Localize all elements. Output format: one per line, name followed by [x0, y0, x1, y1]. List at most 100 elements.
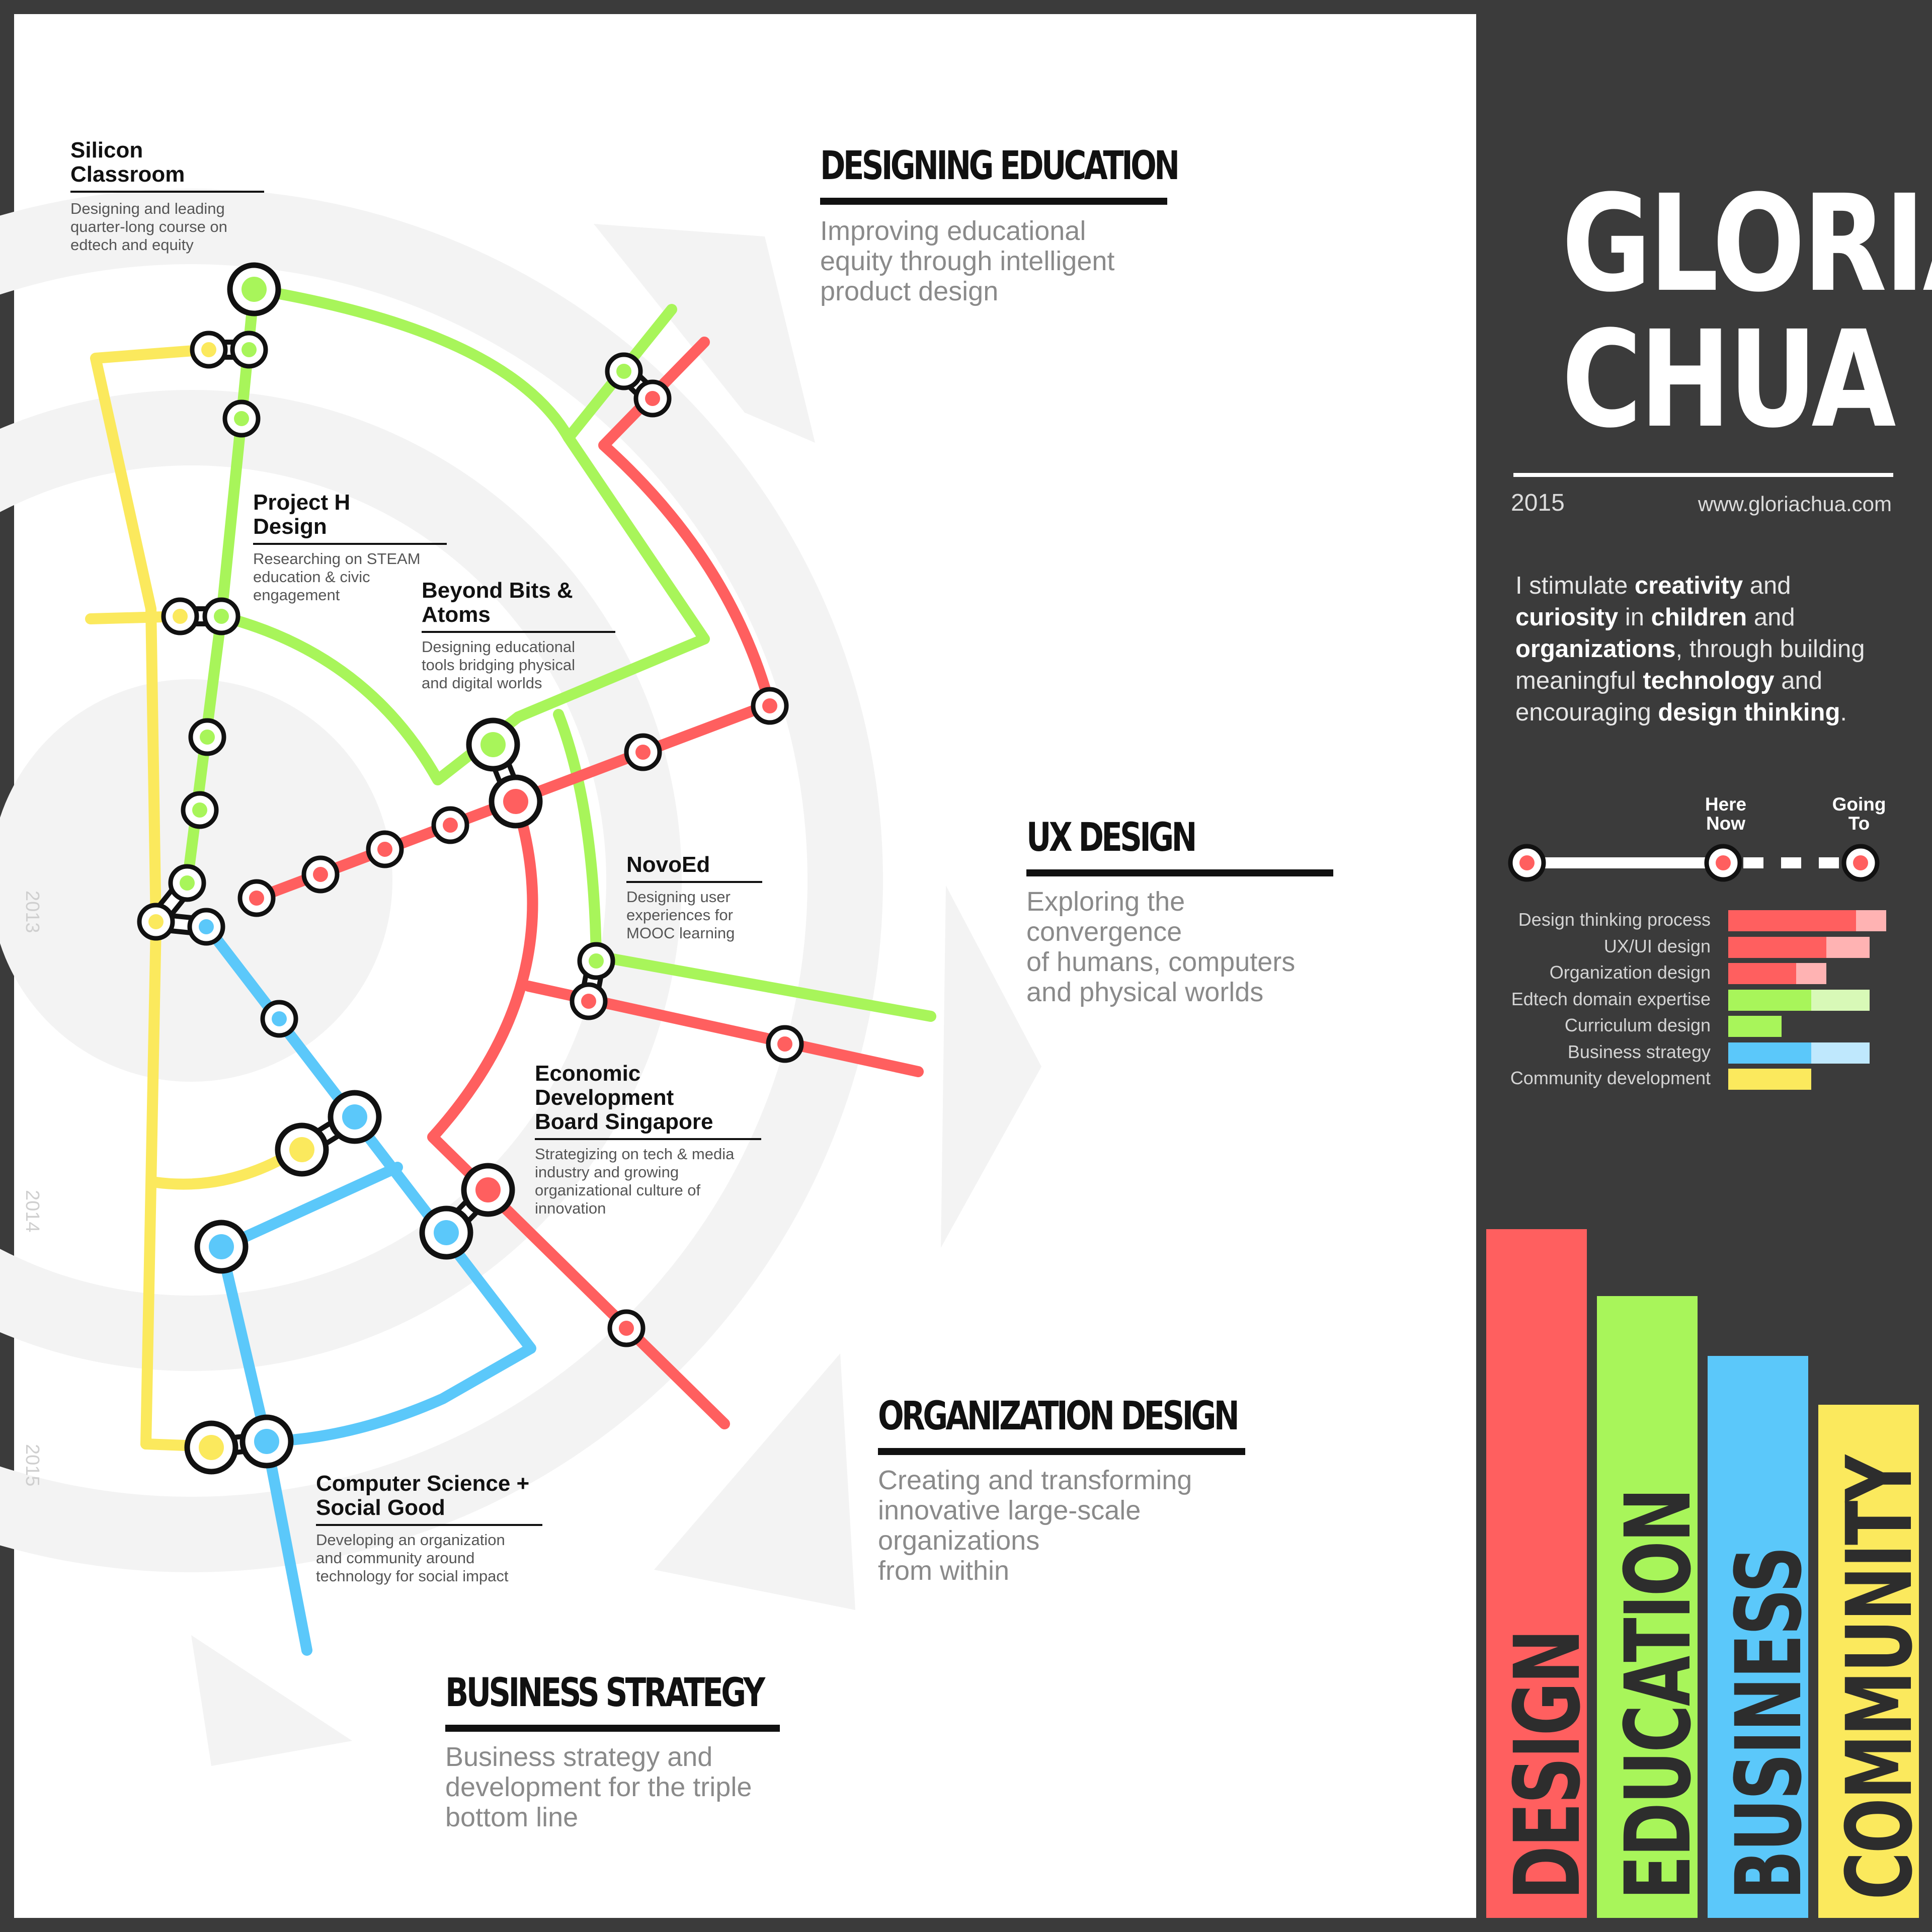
book-label: DESIGN	[1495, 1630, 1600, 1900]
station-dot	[635, 745, 651, 760]
project-rule	[626, 881, 762, 883]
section-rule	[1026, 869, 1333, 876]
intro-text: and	[1743, 572, 1791, 599]
project-title: Project H Design	[253, 490, 351, 539]
station-dot	[214, 609, 229, 624]
skill-row: Curriculum design	[1449, 1014, 1922, 1037]
intro-emphasis: children	[1651, 604, 1747, 631]
intro-text: , through building meaningful	[1515, 635, 1865, 694]
profile-website: www.gloriachua.com	[1698, 492, 1892, 516]
red-line-top	[598, 337, 775, 710]
section-title: ORGANIZATION DESIGN	[878, 1394, 1240, 1439]
station-dot	[616, 364, 631, 379]
station-dot	[289, 1137, 314, 1162]
project-rule	[70, 191, 264, 193]
project-title: NovoEd	[626, 852, 710, 877]
project-economic-development-board: Economic Development Board Singapore Str…	[535, 1062, 761, 1218]
station-dot	[173, 609, 188, 624]
skill-row: Organization design	[1449, 961, 1922, 984]
book-community: COMMUNITY	[1818, 1405, 1932, 1918]
section-business-strategy: BUSINESS STRATEGY Business strategy and …	[445, 1670, 780, 1832]
skill-row: UX/UI design	[1449, 935, 1922, 958]
year-label-2013: 2013	[22, 891, 43, 933]
station-dot	[199, 1435, 224, 1460]
book-label: EDUCATION	[1606, 1489, 1711, 1900]
station-dot	[242, 277, 267, 302]
station-dot	[313, 867, 328, 882]
skill-label: Business strategy	[1567, 1041, 1711, 1062]
station-dot	[200, 730, 215, 745]
station-dot	[619, 1321, 634, 1336]
section-desc: Exploring the convergence of humans, com…	[1026, 887, 1296, 1007]
yellow-line-trunk	[90, 344, 212, 1450]
section-rule	[878, 1448, 1245, 1455]
background-ring	[0, 189, 883, 1572]
intro-text: and encouraging	[1515, 667, 1823, 726]
station-dot	[342, 1104, 367, 1130]
intro-text: and	[1747, 604, 1795, 631]
station-dot	[148, 914, 164, 929]
year-label-2014: 2014	[22, 1190, 43, 1233]
project-title: Computer Science + Social Good	[316, 1471, 530, 1520]
section-title: DESIGNING EDUCATION	[820, 143, 1180, 189]
station-dot	[762, 698, 777, 713]
intro-text: I stimulate	[1515, 572, 1635, 599]
green-line-branch-novoed	[553, 709, 936, 1022]
book-label: COMMUNITY	[1827, 1456, 1932, 1900]
station-dot	[272, 1011, 287, 1026]
skill-now-bar	[1728, 910, 1857, 931]
section-desc: Improving educational equity through int…	[820, 216, 1115, 306]
skill-now-bar	[1728, 1016, 1782, 1037]
skill-row: Business strategy	[1449, 1040, 1922, 1064]
section-rule	[820, 198, 1167, 205]
section-rule	[445, 1725, 780, 1732]
skill-label: Edtech domain expertise	[1511, 988, 1711, 1009]
section-desc: Creating and transforming innovative lar…	[878, 1465, 1192, 1586]
intro-emphasis: design thinking	[1658, 699, 1840, 726]
station-dot	[234, 411, 249, 426]
stations	[137, 262, 804, 1475]
year-label-2015: 2015	[22, 1444, 43, 1487]
station-dot	[377, 842, 392, 857]
section-designing-education: DESIGNING EDUCATION Improving educationa…	[820, 143, 1180, 306]
project-project-h-design: Project H Design Researching on STEAM ed…	[253, 491, 447, 604]
blue-line-branch	[216, 1162, 403, 1253]
station-dot	[480, 732, 506, 757]
intro-text: .	[1840, 699, 1847, 726]
project-desc: Designing user experiences for MOOC lear…	[626, 888, 735, 942]
station-dot	[581, 994, 596, 1009]
project-novoed: NovoEd Designing user experiences for MO…	[626, 853, 762, 942]
profile-rule	[1513, 473, 1893, 477]
station-dot	[589, 953, 604, 969]
project-desc: Developing an organization and community…	[316, 1531, 509, 1585]
project-rule	[316, 1524, 542, 1526]
station-dot	[503, 789, 528, 814]
book-design: DESIGN	[1486, 1229, 1600, 1918]
red-line-curve	[427, 794, 730, 1429]
station-dot	[201, 342, 216, 357]
project-silicon-classroom: Silicon Classroom Designing and leading …	[70, 138, 264, 254]
station-dot	[209, 1234, 234, 1259]
project-rule	[535, 1138, 761, 1140]
station-dot	[645, 391, 660, 406]
station-dot	[192, 802, 207, 818]
legend-station-start-dot	[1519, 855, 1535, 870]
station-dot	[254, 1429, 279, 1454]
intro-emphasis: organizations	[1515, 635, 1676, 663]
skill-row: Edtech domain expertise	[1449, 988, 1922, 1011]
station-dot	[242, 342, 257, 357]
skill-row: Community development	[1449, 1067, 1922, 1090]
skill-label: Community development	[1510, 1068, 1711, 1088]
book-label: BUSINESS	[1717, 1547, 1822, 1900]
skill-label: Design thinking process	[1518, 909, 1711, 930]
skill-now-bar	[1728, 963, 1797, 984]
blue-line-spur	[216, 1242, 272, 1447]
project-computer-science-social-good: Computer Science + Social Good Developin…	[316, 1472, 542, 1585]
profile-year: 2015	[1511, 490, 1565, 516]
section-organization-design: ORGANIZATION DESIGN Creating and transfo…	[878, 1394, 1245, 1586]
skill-row: Design thinking process	[1449, 908, 1922, 931]
section-ux-design: UX DESIGN Exploring the convergence of h…	[1026, 815, 1333, 1007]
skill-label: UX/UI design	[1603, 935, 1711, 956]
